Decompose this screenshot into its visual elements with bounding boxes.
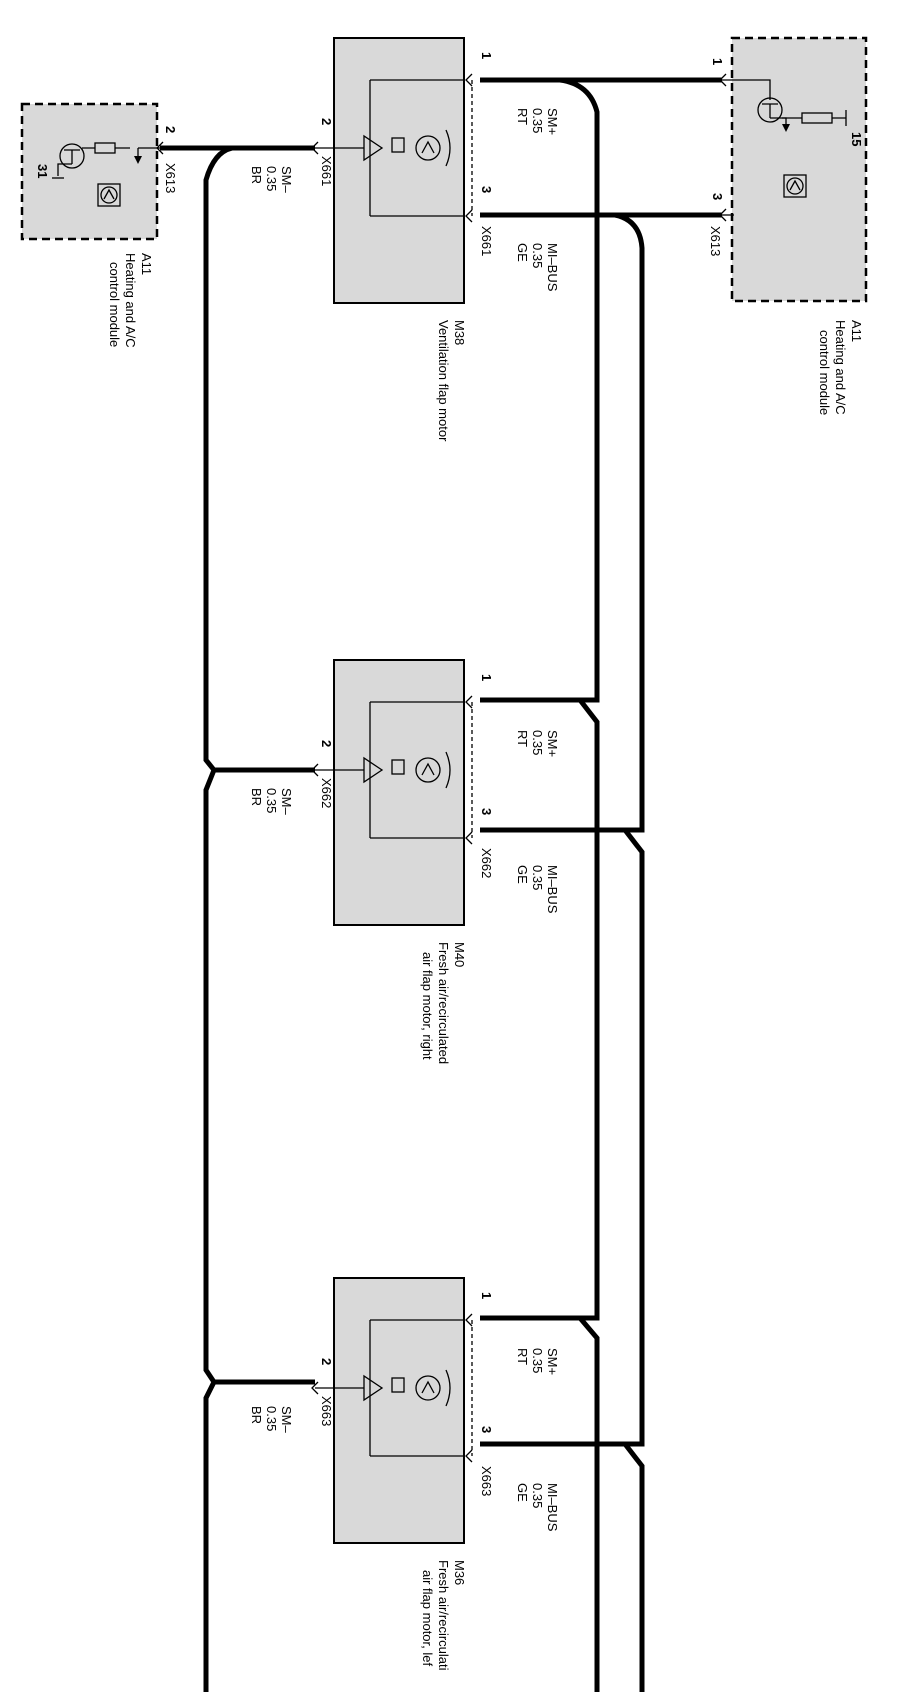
mi-bus-wire [480, 212, 722, 1692]
module-left-id: A11 [139, 253, 154, 275]
wire-label-mi-bus-signal: MI–BUS [545, 1483, 560, 1532]
motor-pin3: 3 [479, 1426, 494, 1433]
module-left-name-1: Heating and A/C [123, 253, 138, 348]
sm-plus-bus-wire [480, 77, 722, 1692]
wire-labels: SM+0.35RTSM–0.35BRMI–BUS0.35GESM+0.35RTS… [249, 108, 560, 1532]
motor-connector-left: X663 [319, 1396, 334, 1426]
wire-label-sm-minus-signal: SM– [279, 1406, 294, 1434]
wire-label-sm-plus-color: RT [515, 108, 530, 125]
module-left-internals [52, 141, 164, 207]
wire-label-sm-plus-signal: SM+ [545, 730, 560, 757]
module-left-box [20, 102, 159, 241]
wire-label-sm-plus-color: RT [515, 730, 530, 747]
wire-label-mi-bus-signal: MI–BUS [545, 243, 560, 292]
wire-label-sm-minus-color: BR [249, 166, 264, 184]
wire-label-mi-bus-gauge: 0.35 [530, 865, 545, 890]
motor-pin2: 2 [319, 740, 334, 747]
motor-pin1: 1 [479, 52, 494, 59]
wire-label-sm-minus-signal: SM– [279, 788, 294, 816]
motor-connector-right: X663 [479, 1466, 494, 1496]
wire-label-sm-plus-gauge: 0.35 [530, 1348, 545, 1373]
module-right-pins [719, 73, 727, 222]
motor-name-2: air flap motor, lef [420, 1570, 435, 1666]
module-left-pin: 2 [163, 126, 178, 133]
wire-label-sm-plus-gauge: 0.35 [530, 730, 545, 755]
motor-pin2: 2 [319, 118, 334, 125]
motor-pin3: 3 [479, 186, 494, 193]
wire-label-sm-minus-color: BR [249, 788, 264, 806]
motor-id: M36 [452, 1560, 467, 1585]
wire-label-sm-plus-color: RT [515, 1348, 530, 1365]
motor-connector-right: X661 [479, 226, 494, 256]
wire-label-sm-plus-signal: SM+ [545, 108, 560, 135]
wire-label-sm-minus-gauge: 0.35 [264, 166, 279, 191]
motor-pin2: 2 [319, 1358, 334, 1365]
sm-minus-bus-wire [160, 145, 315, 1692]
wire-label-mi-bus-signal: MI–BUS [545, 865, 560, 914]
module-left-name-2: control module [107, 262, 122, 347]
module-left-connector: X613 [163, 163, 178, 193]
motor-name-1: Fresh air/recirculated [436, 942, 451, 1064]
motor-connector-right: X662 [479, 848, 494, 878]
wire-label-sm-minus-gauge: 0.35 [264, 1406, 279, 1431]
wire-label-mi-bus-gauge: 0.35 [530, 243, 545, 268]
module-left-terminal: 31 [35, 164, 50, 178]
wire-label-sm-plus-signal: SM+ [545, 1348, 560, 1375]
motor-name-1: Ventilation flap motor [436, 320, 451, 442]
motor-connector-left: X662 [319, 778, 334, 808]
module-right-internals [722, 79, 847, 216]
motor-id: M38 [452, 320, 467, 345]
wire-label-sm-minus-signal: SM– [279, 166, 294, 194]
wire-label-sm-plus-gauge: 0.35 [530, 108, 545, 133]
wire-label-mi-bus-color: GE [515, 243, 530, 262]
module-right-id: A11 [849, 320, 864, 342]
module-right-terminal: 15 [849, 132, 864, 146]
motor-pin3: 3 [479, 808, 494, 815]
motor-pin1: 1 [479, 674, 494, 681]
module-right-name-2: control module [817, 330, 832, 415]
wire-label-mi-bus-color: GE [515, 865, 530, 884]
motor-name-1: Fresh air/recirculati [436, 1560, 451, 1671]
module-right-box [730, 36, 868, 303]
wire-label-mi-bus-gauge: 0.35 [530, 1483, 545, 1508]
module-right-name-1: Heating and A/C [833, 320, 848, 415]
motor-name-2: air flap motor, right [420, 952, 435, 1060]
wire-label-sm-minus-gauge: 0.35 [264, 788, 279, 813]
module-right-connector: X613 [708, 226, 723, 256]
motor-connector-left: X661 [319, 156, 334, 186]
motor-pin1: 1 [479, 1292, 494, 1299]
wire-label-sm-minus-color: BR [249, 1406, 264, 1424]
wire-label-mi-bus-color: GE [515, 1483, 530, 1502]
module-right-pin-top: 1 [710, 58, 725, 65]
module-right-pin-bottom: 3 [710, 193, 725, 200]
motor-id: M40 [452, 942, 467, 967]
